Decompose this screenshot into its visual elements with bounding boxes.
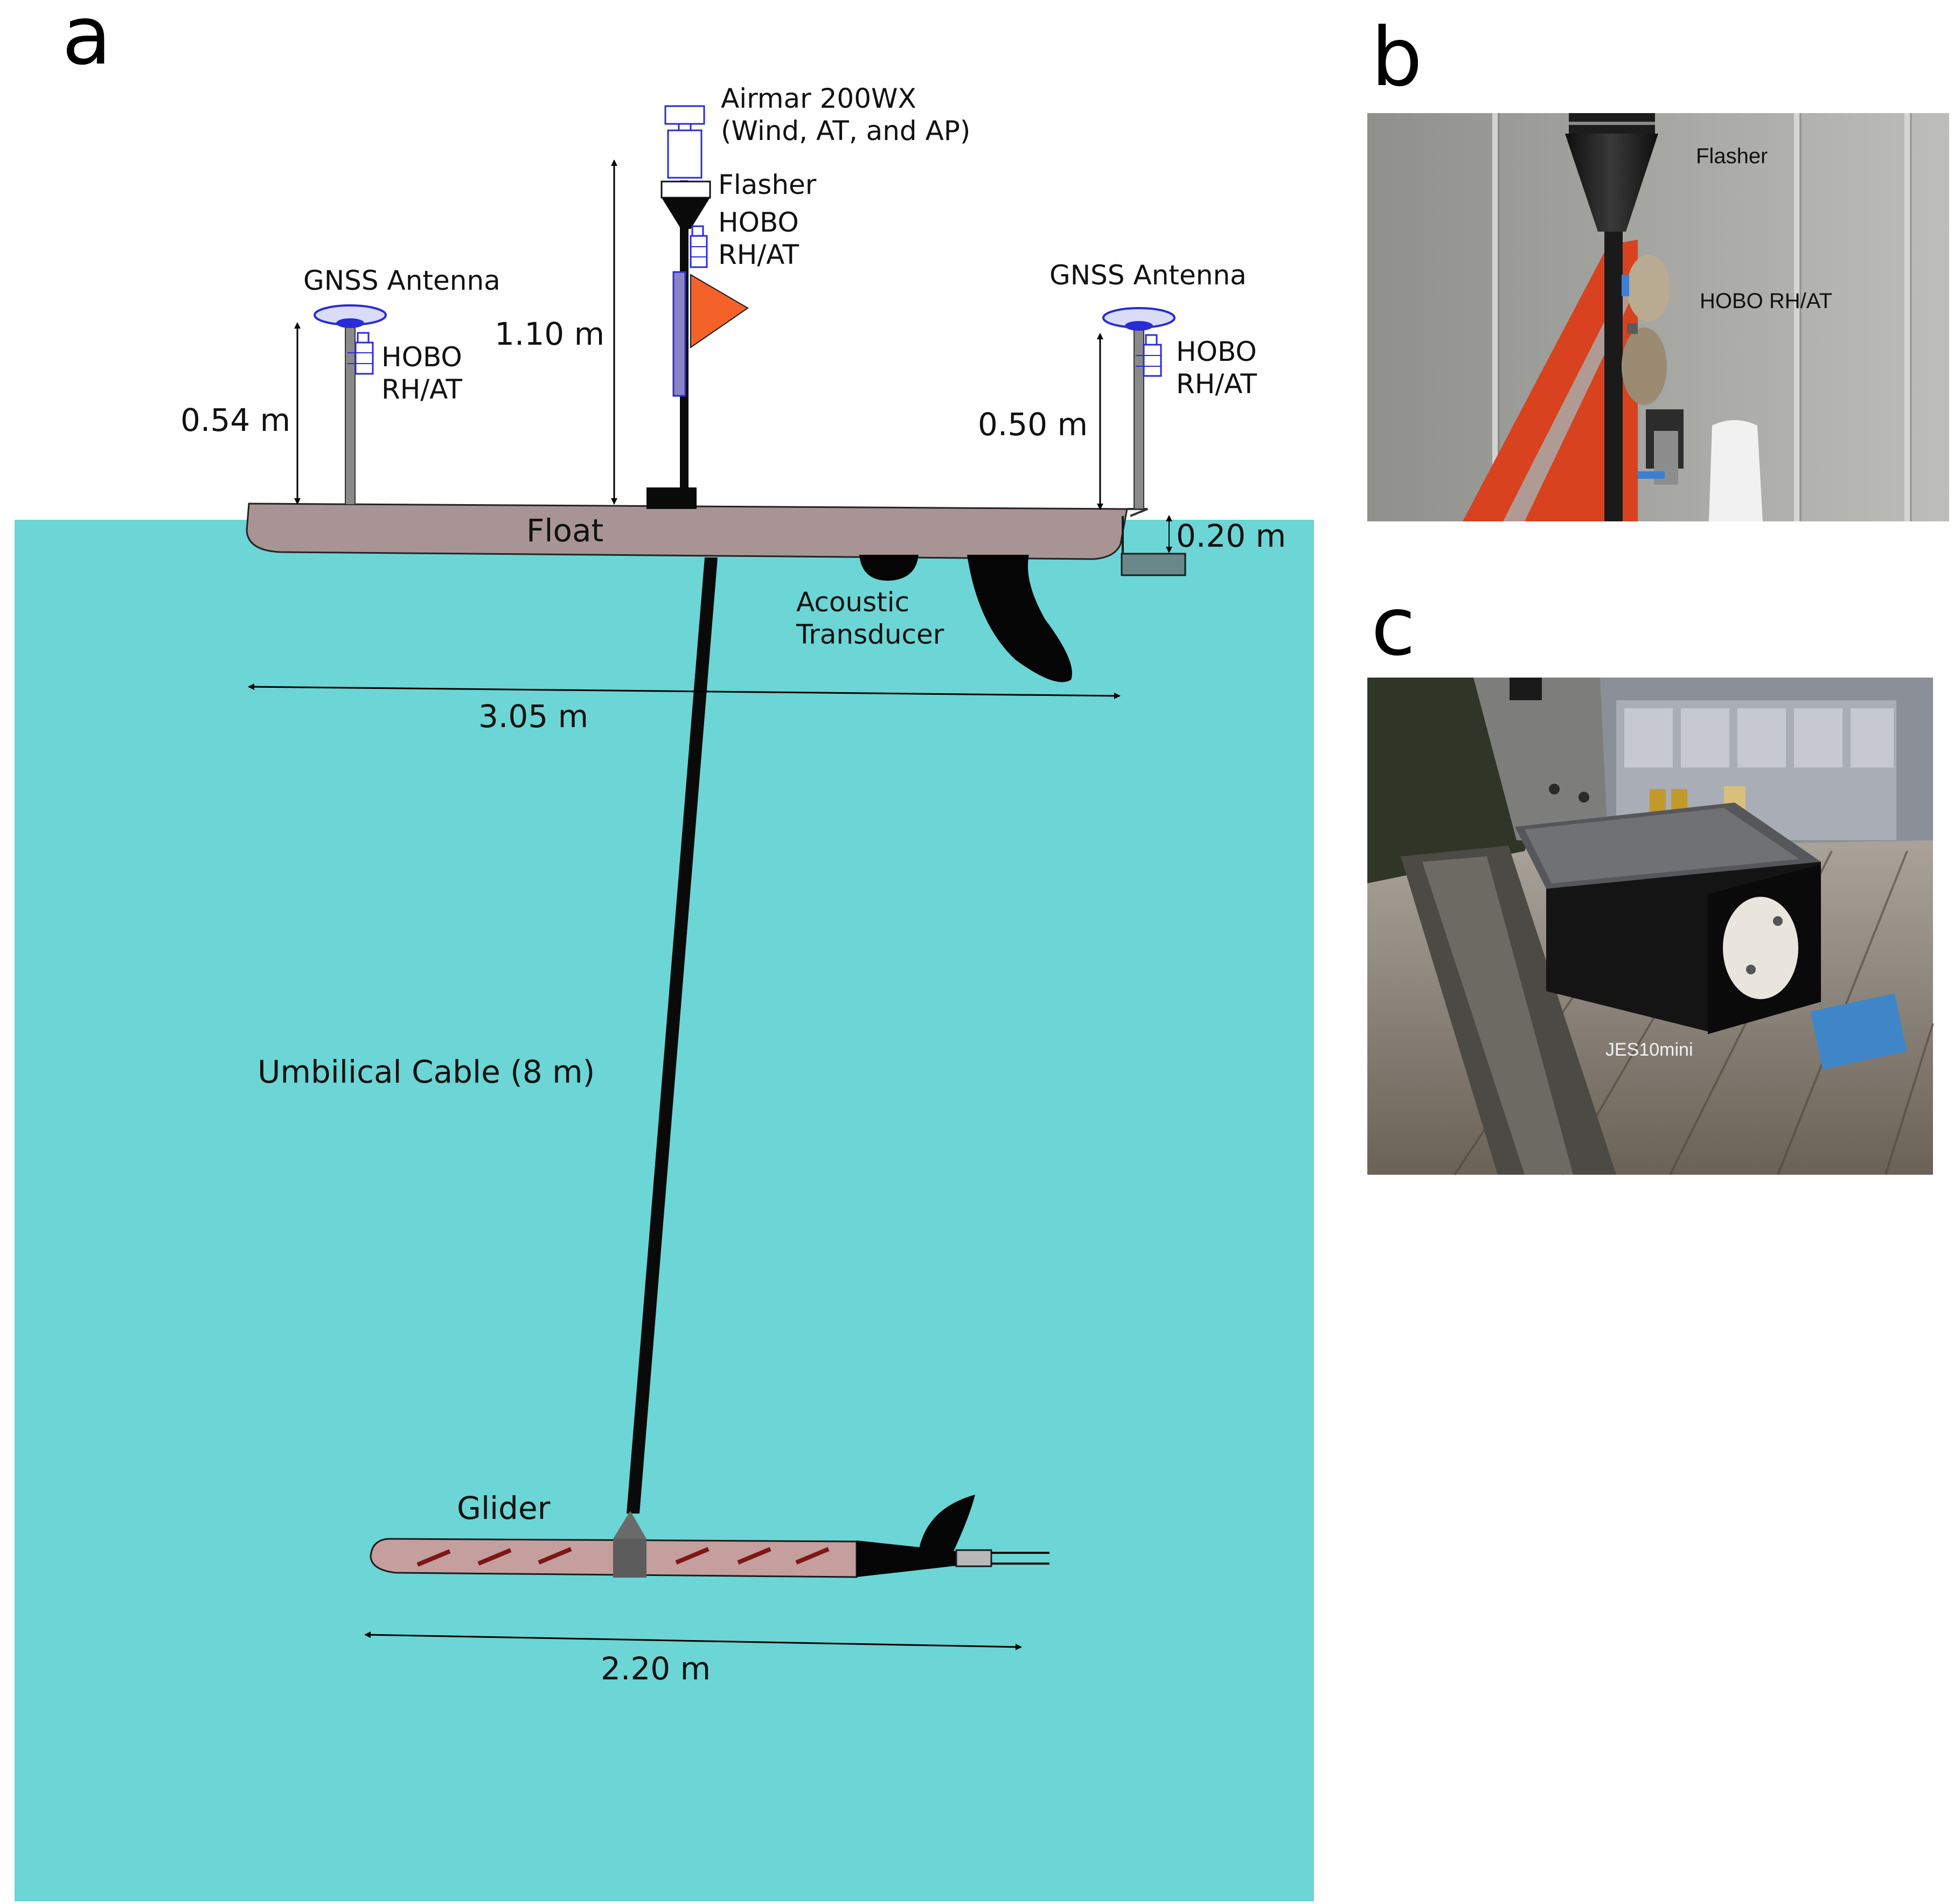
airmar-sensor-neck [678, 123, 692, 131]
photo-b-flasher-label: Flasher [1696, 144, 1768, 168]
panel-b-photo: Flasher HOBO RH/AT [1367, 113, 1949, 521]
photo-b-hobo-label: HOBO RH/AT [1700, 289, 1832, 313]
flasher-top [660, 180, 711, 199]
panel-label-c: c [1371, 580, 1415, 674]
panel-label-a: a [62, 0, 112, 83]
right-hobo-sensor-top [1145, 334, 1158, 346]
airmar-sensor-body [667, 129, 703, 179]
right-hobo-sensor [1143, 344, 1162, 377]
right-gnss-label: GNSS Antenna [1049, 260, 1247, 291]
float-label: Float [526, 512, 603, 549]
right-antenna-height-label: 0.50 m [978, 406, 1088, 443]
glider-cable-joint [613, 1539, 646, 1578]
glider-length-arrow [364, 1631, 1022, 1650]
float-hull [246, 503, 1128, 560]
left-hobo-label: HOBO [381, 341, 462, 373]
transducer-depth-label: 0.20 m [1176, 518, 1286, 554]
glider-wing-marks [416, 1547, 830, 1567]
acoustic-transducer-label-sub: Transducer [796, 619, 944, 650]
flasher-label: Flasher [718, 169, 817, 200]
left-hobo-label-sub: RH/AT [381, 374, 463, 405]
glider-thruster [955, 1549, 992, 1567]
panel-c-photo: JES10mini [1367, 678, 1934, 1176]
float-length-label: 3.05 m [478, 698, 588, 735]
left-antenna-pole [345, 323, 356, 505]
glider-tail-fin [919, 1495, 975, 1551]
panel-label-b: b [1371, 11, 1422, 104]
umbilical-cable-label: Umbilical Cable (8 m) [258, 1054, 595, 1090]
panel-a: Airmar 200WX (Wind, AT, and AP) Flasher … [15, 83, 1314, 1901]
glider [370, 1495, 1049, 1578]
mast-height-label: 1.10 m [495, 316, 604, 352]
water [15, 520, 1314, 1901]
mast-base [646, 487, 697, 509]
center-hobo-sensor-top [691, 225, 704, 237]
right-antenna-pole [1134, 325, 1144, 510]
transducer-mount [1121, 553, 1186, 576]
acoustic-transducer [859, 555, 919, 581]
left-antenna-height-label: 0.54 m [180, 402, 290, 438]
flasher-cone [662, 198, 710, 229]
umbilical-cable [627, 557, 718, 1514]
left-hobo-sensor-top [357, 332, 370, 344]
glider-label: Glider [457, 1490, 551, 1526]
glider-length-label: 2.20 m [601, 1650, 711, 1687]
photo-c-sensor-label: JES10mini [1605, 1040, 1693, 1060]
transducer-bracket [1127, 508, 1148, 517]
float-length-arrow [248, 684, 1121, 699]
left-hobo-sensor [354, 341, 374, 375]
airmar-label: Airmar 200WX [721, 83, 916, 114]
airmar-sensor-top [664, 105, 705, 125]
center-hobo-label: HOBO [718, 207, 799, 238]
flag [690, 274, 749, 348]
center-hobo-label-sub: RH/AT [718, 239, 799, 270]
center-hobo-sensor [690, 235, 708, 268]
left-gnss-label: GNSS Antenna [303, 265, 500, 296]
right-hobo-label-sub: RH/AT [1176, 368, 1257, 400]
right-hobo-label: HOBO [1176, 336, 1257, 367]
keel-fin [967, 555, 1072, 682]
flag-pole-sleeve [672, 271, 686, 397]
airmar-label-sub: (Wind, AT, and AP) [721, 115, 970, 147]
acoustic-transducer-label: Acoustic [796, 587, 909, 618]
